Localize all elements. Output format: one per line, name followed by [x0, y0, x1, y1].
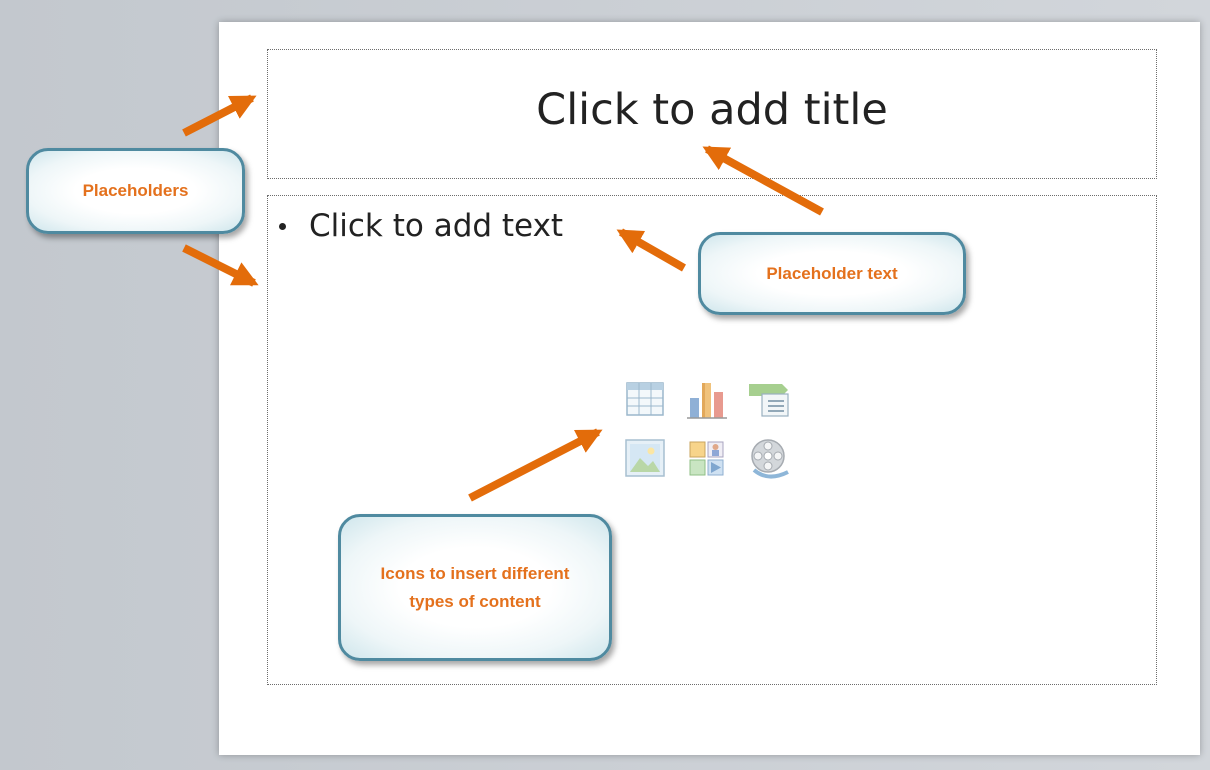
callout-placeholder-text: Placeholder text [698, 232, 966, 315]
insert-table-icon[interactable] [620, 376, 670, 426]
bullet-dot [279, 222, 286, 230]
title-placeholder[interactable]: Click to add title [267, 49, 1157, 179]
insert-picture-icon[interactable] [620, 434, 670, 484]
body-placeholder-text[interactable]: Click to add text [309, 208, 564, 244]
content-placeholder[interactable]: Click to add text [267, 195, 1157, 685]
insert-smartart-icon[interactable] [744, 376, 794, 426]
callout-placeholder-text-label: Placeholder text [766, 263, 898, 283]
callout-placeholders-label: Placeholders [82, 181, 189, 201]
insert-media-icon[interactable] [744, 434, 794, 484]
body-bullet[interactable]: Click to add text [279, 208, 563, 244]
callout-content-icons: Icons to insert different types of conte… [338, 514, 612, 661]
callout-content-icons-label: Icons to insert different types of conte… [380, 564, 570, 611]
insert-chart-icon[interactable] [682, 376, 732, 426]
callout-placeholders: Placeholders [26, 148, 245, 234]
content-icon-grid [620, 376, 800, 496]
insert-clip-art-icon[interactable] [682, 434, 732, 484]
title-placeholder-text[interactable]: Click to add title [536, 85, 888, 135]
